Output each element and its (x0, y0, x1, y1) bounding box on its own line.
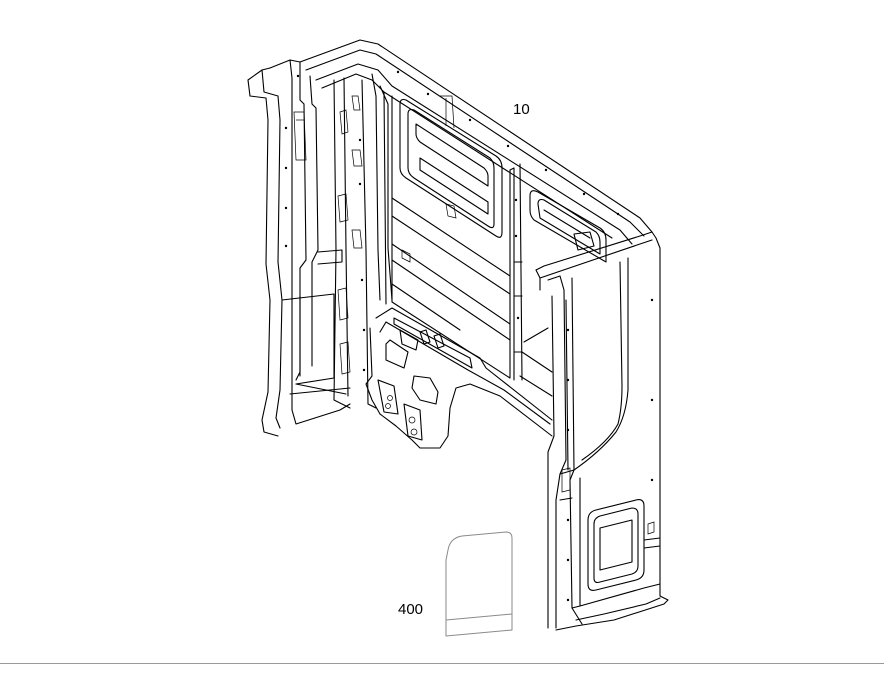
cover-sheet-part (445, 531, 513, 637)
rivet-dots (284, 70, 654, 602)
roof-rail (299, 39, 653, 245)
right-side-panel (535, 231, 669, 631)
left-pillar (247, 59, 351, 437)
callout-label-10: 10 (513, 101, 530, 118)
callout-label-400: 400 (398, 601, 424, 618)
lower-bulkhead (365, 307, 553, 449)
center-wall (383, 91, 523, 381)
left-inner-channel (333, 73, 393, 409)
bottom-border-line (0, 663, 884, 664)
right-upper-window (529, 190, 607, 263)
